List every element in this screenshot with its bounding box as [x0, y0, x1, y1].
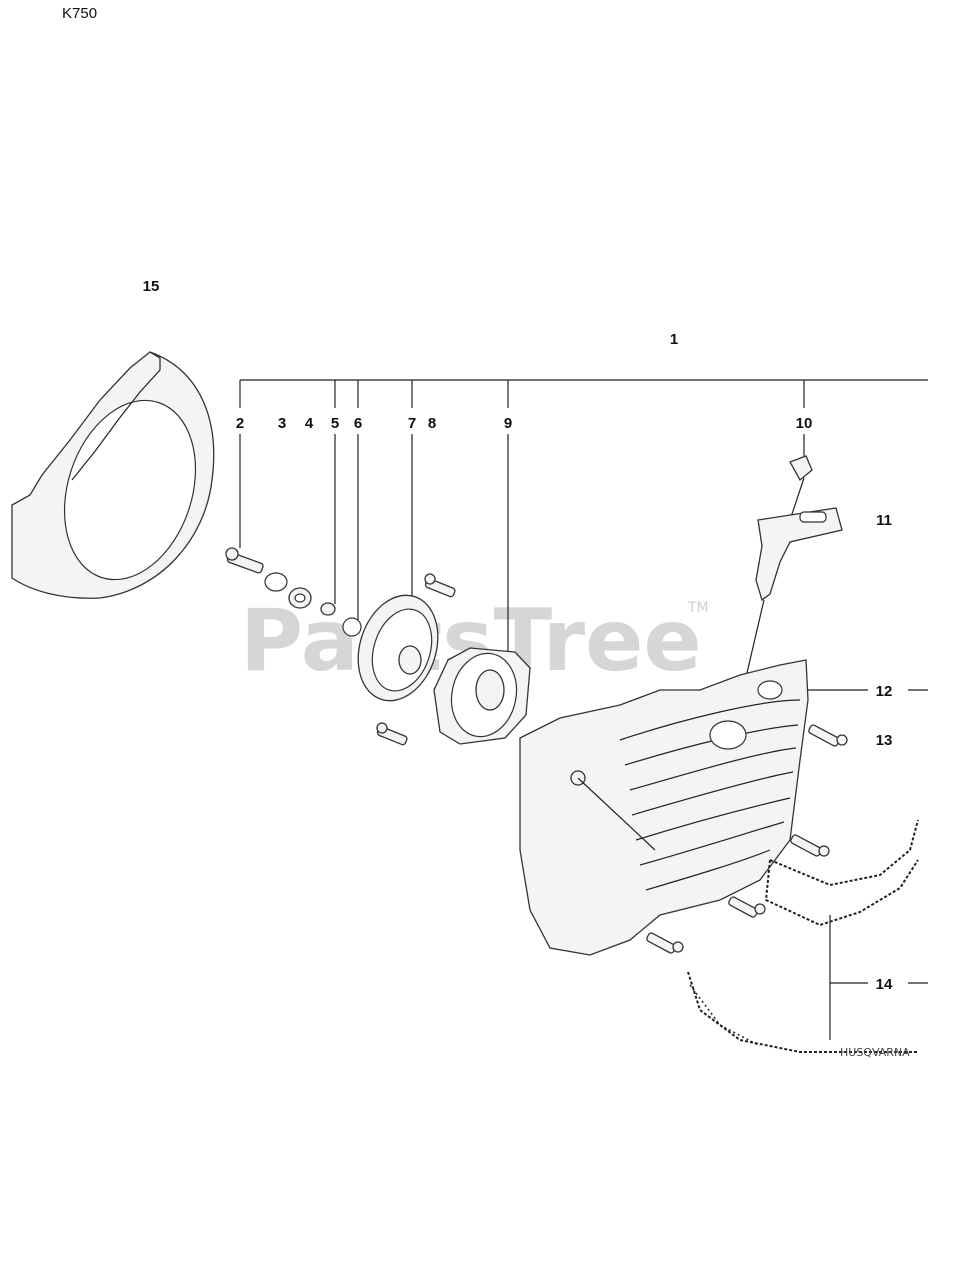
brand-mark: HUSQVARNA	[840, 1046, 910, 1059]
watermark-trademark: TM	[687, 600, 709, 616]
callout-3: 3	[278, 415, 286, 432]
starter-housing-part-9	[433, 647, 531, 745]
assembly-bracket	[239, 379, 928, 408]
callout-2: 2	[236, 415, 244, 432]
callout-6: 6	[354, 415, 362, 432]
callout-7: 7	[408, 415, 416, 432]
callout-4: 4	[305, 415, 314, 432]
callout-13: 13	[876, 732, 893, 749]
leader-lines	[239, 434, 928, 1040]
washer-part-6	[342, 617, 362, 637]
callout-5: 5	[331, 415, 339, 432]
callout-8: 8	[428, 415, 436, 432]
screw-part-2	[225, 547, 264, 574]
starter-cover-part-12	[519, 659, 809, 956]
callout-labels: 1 2 3 4 5 6 7 8 9 10 11 12 13 14 15	[143, 278, 893, 993]
callout-1: 1	[670, 331, 678, 348]
callout-10: 10	[796, 415, 813, 432]
screws-part-13	[646, 724, 848, 954]
decal-part-14: HUSQVARNA	[687, 819, 919, 1059]
bushing-part-4	[288, 587, 312, 609]
callout-15: 15	[143, 278, 160, 295]
callout-14: 14	[876, 976, 893, 993]
callout-12: 12	[876, 683, 893, 700]
washer-part-3	[264, 572, 288, 592]
callout-11: 11	[876, 512, 892, 529]
nut-part-5	[320, 602, 336, 616]
rope-pulley-part-7	[357, 594, 439, 702]
callout-9: 9	[504, 415, 512, 432]
screw-lower	[376, 722, 408, 746]
model-number: K750	[62, 5, 98, 22]
screw-upper	[424, 573, 456, 598]
fan-housing-cover	[11, 351, 215, 599]
